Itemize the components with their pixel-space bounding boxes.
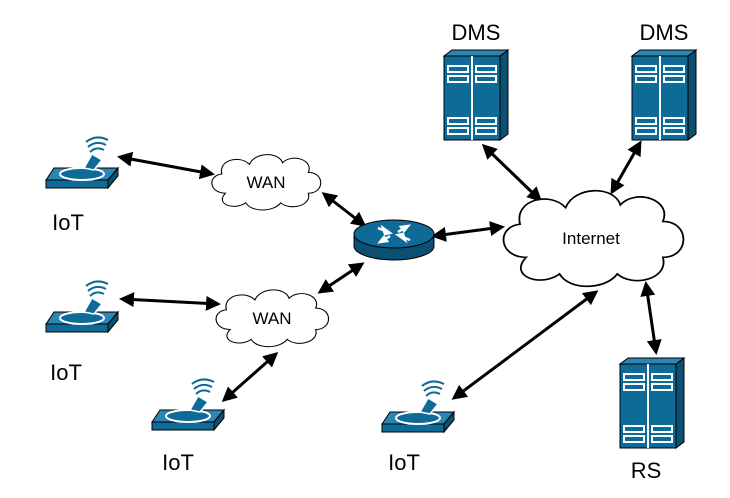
edge-iot-top-wan-top: [117, 151, 215, 180]
rs-server-icon: [619, 357, 685, 449]
edge-wan-top-router: [321, 192, 367, 227]
edge-iot-mid-wan-bottom: [119, 292, 221, 311]
dms-left-server-icon: [443, 49, 509, 141]
edge-wan-bottom-router: [317, 262, 365, 294]
edge-internet-rs: [640, 281, 662, 355]
internet-label: Internet: [562, 229, 620, 248]
wan-bottom-label: WAN: [252, 309, 291, 328]
edge-dms-left-internet: [481, 143, 543, 203]
iot-bottom-center-device-icon: [381, 380, 455, 433]
rs-label: RS: [631, 458, 662, 483]
dms-left-label: DMS: [452, 20, 501, 45]
edge-iot-bottom-left-wan-bottom: [221, 352, 279, 402]
router-icon: [352, 218, 436, 262]
wan-top-label: WAN: [246, 173, 285, 192]
connections: [117, 140, 662, 402]
edge-iot-bottom-center-internet: [451, 290, 599, 400]
iot-mid-left-device-icon: [45, 280, 119, 333]
iot-top-left-label: IoT: [52, 210, 84, 235]
dms-right-label: DMS: [640, 20, 689, 45]
edge-router-internet: [431, 221, 505, 242]
iot-top-left-device-icon: [45, 136, 119, 189]
iot-mid-left-label: IoT: [50, 360, 82, 385]
dms-right-server-icon: [631, 49, 697, 141]
iot-bottom-left-device-icon: [151, 378, 225, 431]
edge-dms-right-internet: [610, 140, 642, 195]
iot-bottom-center-label: IoT: [388, 450, 420, 475]
iot-bottom-left-label: IoT: [162, 450, 194, 475]
